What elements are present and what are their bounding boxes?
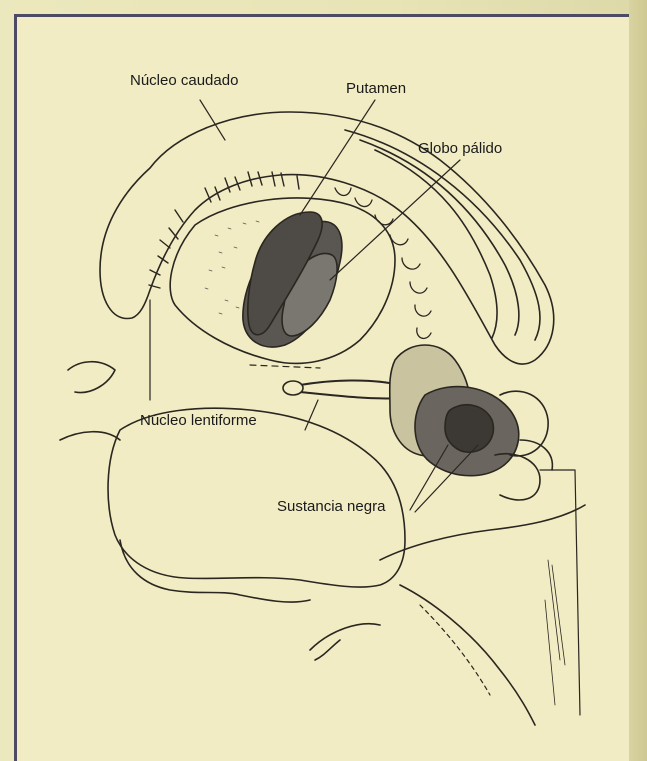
leader-caudado (200, 100, 225, 140)
brainstem-dashed (420, 605, 490, 695)
pons-hatch (545, 560, 565, 705)
leader-lentiforme-2 (305, 400, 318, 430)
label-nucleo-lentiforme: Núcleo lentiforme (140, 412, 257, 429)
left-cut-edge-2 (60, 432, 120, 440)
label-putamen: Putamen (346, 80, 406, 97)
substantia-nigra-dark (445, 405, 493, 452)
pons-lines (540, 470, 580, 715)
left-cut-edge (68, 362, 115, 393)
label-sustancia-negra: Sustancia negra (277, 498, 385, 515)
caudate-tail-loops (335, 188, 431, 338)
leader-putamen (300, 100, 375, 215)
label-globo-palido: Globo pálido (418, 140, 502, 157)
anterior-commissure (300, 380, 400, 385)
dashed-plane-line (250, 365, 320, 368)
anterior-commissure-end (283, 381, 303, 395)
brainstem-outline (380, 505, 585, 560)
lower-sulcus-1 (310, 624, 380, 650)
lower-lobe-contour (120, 540, 310, 602)
anterior-commissure-lower (300, 392, 402, 398)
label-nucleo-caudado: Núcleo caudado (130, 72, 238, 89)
